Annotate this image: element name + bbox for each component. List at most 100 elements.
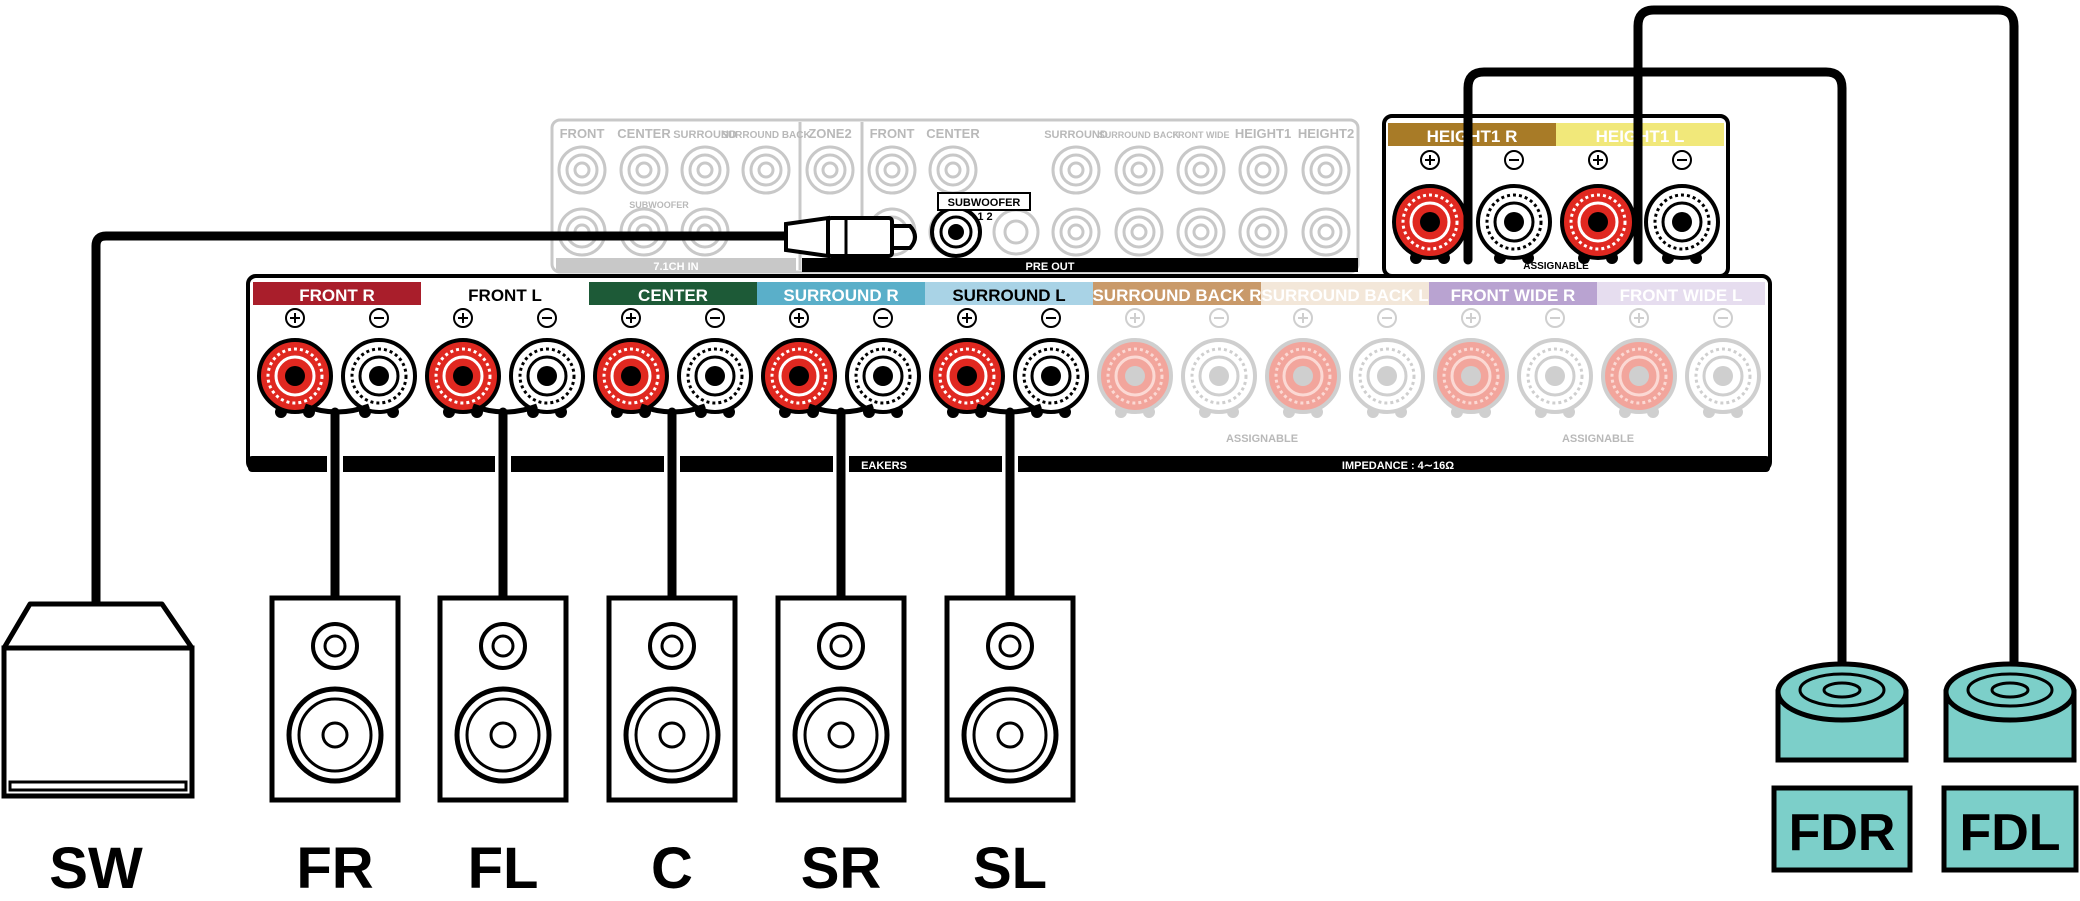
- rca-jack-inner: [1184, 153, 1218, 187]
- subwoofer-box: [937, 192, 1031, 211]
- terminal-positive: [593, 338, 669, 418]
- channel-band-fill: [1597, 282, 1765, 305]
- out-label-surround-back: SURROUND BACK: [1099, 130, 1180, 140]
- rca-jack-center: [1067, 161, 1085, 179]
- rca-jack: [1176, 145, 1226, 195]
- terminal-hole: [1588, 212, 1608, 232]
- channel-band-fill: [421, 282, 589, 305]
- rca-jack-center: [1317, 161, 1335, 179]
- height-terminals: [1392, 150, 1720, 264]
- terminal-positive: [761, 338, 837, 418]
- terminal-knurl: [518, 347, 576, 405]
- subwoofer-jack-inner: [939, 215, 973, 249]
- channel-label-text: FRONT WIDE: [1451, 286, 1559, 305]
- rca-jack-center: [944, 161, 962, 179]
- terminal-negative: [1685, 338, 1761, 418]
- in-footer-label: 7.1CH IN: [653, 261, 698, 273]
- fdl-badge-box: [1941, 785, 2079, 873]
- rca-jack-inner: [1309, 153, 1343, 187]
- woofer-surround: [972, 697, 1048, 773]
- cable-fdr: [1463, 67, 1847, 671]
- channel-band: FRONT R: [253, 282, 421, 305]
- channel-band-fill: [1429, 282, 1597, 305]
- terminal-negative: [1517, 338, 1593, 418]
- terminal-hole: [1672, 212, 1692, 232]
- height1-r-label: HEIGHT1 R: [1427, 127, 1518, 146]
- bookshelf-speaker: [437, 595, 569, 803]
- terminal-negative: [1349, 338, 1425, 418]
- subwoofer-cable: [91, 231, 805, 615]
- rca-jack: [1238, 145, 1288, 195]
- subwoofer2-jack-inner: [1003, 219, 1029, 245]
- label-fr: FR: [296, 836, 373, 901]
- terminal-positive: [1265, 338, 1341, 418]
- rca-jack: [1051, 207, 1101, 257]
- dolby-speaker-center: [1990, 681, 2030, 699]
- terminal-hole: [1545, 366, 1565, 386]
- terminal-hole: [1377, 366, 1397, 386]
- terminal-hole: [1041, 366, 1061, 386]
- fdr-badge-box: [1771, 785, 1913, 873]
- terminal-knurl: [434, 347, 492, 405]
- channel-label-text: SURROUND: [952, 286, 1050, 305]
- terminal-hole: [1461, 366, 1481, 386]
- badge-r: R: [1505, 127, 1517, 146]
- rca-jack-center: [1317, 223, 1335, 241]
- woofer-center: [489, 721, 517, 749]
- channel-label: SURROUND R: [783, 286, 898, 305]
- channel-band: CENTER: [589, 282, 757, 305]
- rca-plug-sleeve: [826, 216, 894, 258]
- preout-footer-bar: [802, 258, 1358, 272]
- height-terminal-positive: [1560, 184, 1636, 264]
- rca-jack-center: [883, 161, 901, 179]
- cable-fdl: [1633, 5, 2019, 671]
- bookshelf-speaker: [606, 595, 738, 803]
- rca-jack: [1051, 145, 1101, 195]
- terminal-knurl: [1442, 347, 1500, 405]
- terminal-hole: [1420, 212, 1440, 232]
- rca-jack-inner: [1309, 215, 1343, 249]
- bookshelf-speaker: [775, 595, 907, 803]
- terminal-hole: [1504, 212, 1524, 232]
- bookshelf-speaker: [269, 595, 401, 803]
- terminal-hole: [1209, 366, 1229, 386]
- terminal-positive: [425, 338, 501, 418]
- rca-jack-center: [696, 161, 714, 179]
- label-c: C: [651, 836, 693, 901]
- channel-label: FRONT L: [468, 286, 542, 305]
- channel-label: FRONT WIDE L: [1620, 286, 1743, 305]
- out-label-front: FRONT: [870, 126, 915, 141]
- subwoofer2-jack: [992, 208, 1040, 256]
- channel-label-text: CENTER: [638, 286, 708, 305]
- fdl-badge: FDL: [1941, 785, 2079, 873]
- channel-label-text: SURROUND BACK: [1261, 286, 1414, 305]
- rca-jack-center: [1254, 223, 1272, 241]
- tweeter-center: [660, 634, 684, 658]
- subwoofer-jack: [930, 206, 982, 258]
- dolby-speaker: [1775, 661, 1909, 763]
- channel-band-fill: [757, 282, 925, 305]
- channel-label-text: SURROUND BACK: [1092, 286, 1245, 305]
- out-label-height1: HEIGHT1: [1235, 126, 1291, 141]
- terminal-hole: [285, 366, 305, 386]
- cables: [91, 5, 2019, 671]
- channel-badge: R: [1563, 286, 1575, 305]
- subwoofer-box-label: SUBWOOFER: [948, 197, 1021, 209]
- terminal-negative: [341, 338, 417, 418]
- channel-band-fill: [1093, 282, 1261, 305]
- fdr-badge: FDR: [1771, 785, 1913, 873]
- woofer-center: [658, 721, 686, 749]
- assignable-label-back: ASSIGNABLE: [1226, 433, 1298, 445]
- out-label-front-wide: FRONT WIDE: [1173, 130, 1230, 140]
- height-panel: HEIGHT1 R HEIGHT1 L ASSIGNABLE: [1382, 114, 1730, 278]
- rca-jack-inner: [1184, 215, 1218, 249]
- assignable-label-wide: ASSIGNABLE: [1562, 433, 1634, 445]
- height-terminal-positive: [1392, 184, 1468, 264]
- terminal-knurl: [1653, 193, 1711, 251]
- in-label-center: CENTER: [617, 126, 671, 141]
- terminal-positive: [1601, 338, 1677, 418]
- rca-jack-center: [635, 161, 653, 179]
- channel-label-text: SURROUND: [783, 286, 881, 305]
